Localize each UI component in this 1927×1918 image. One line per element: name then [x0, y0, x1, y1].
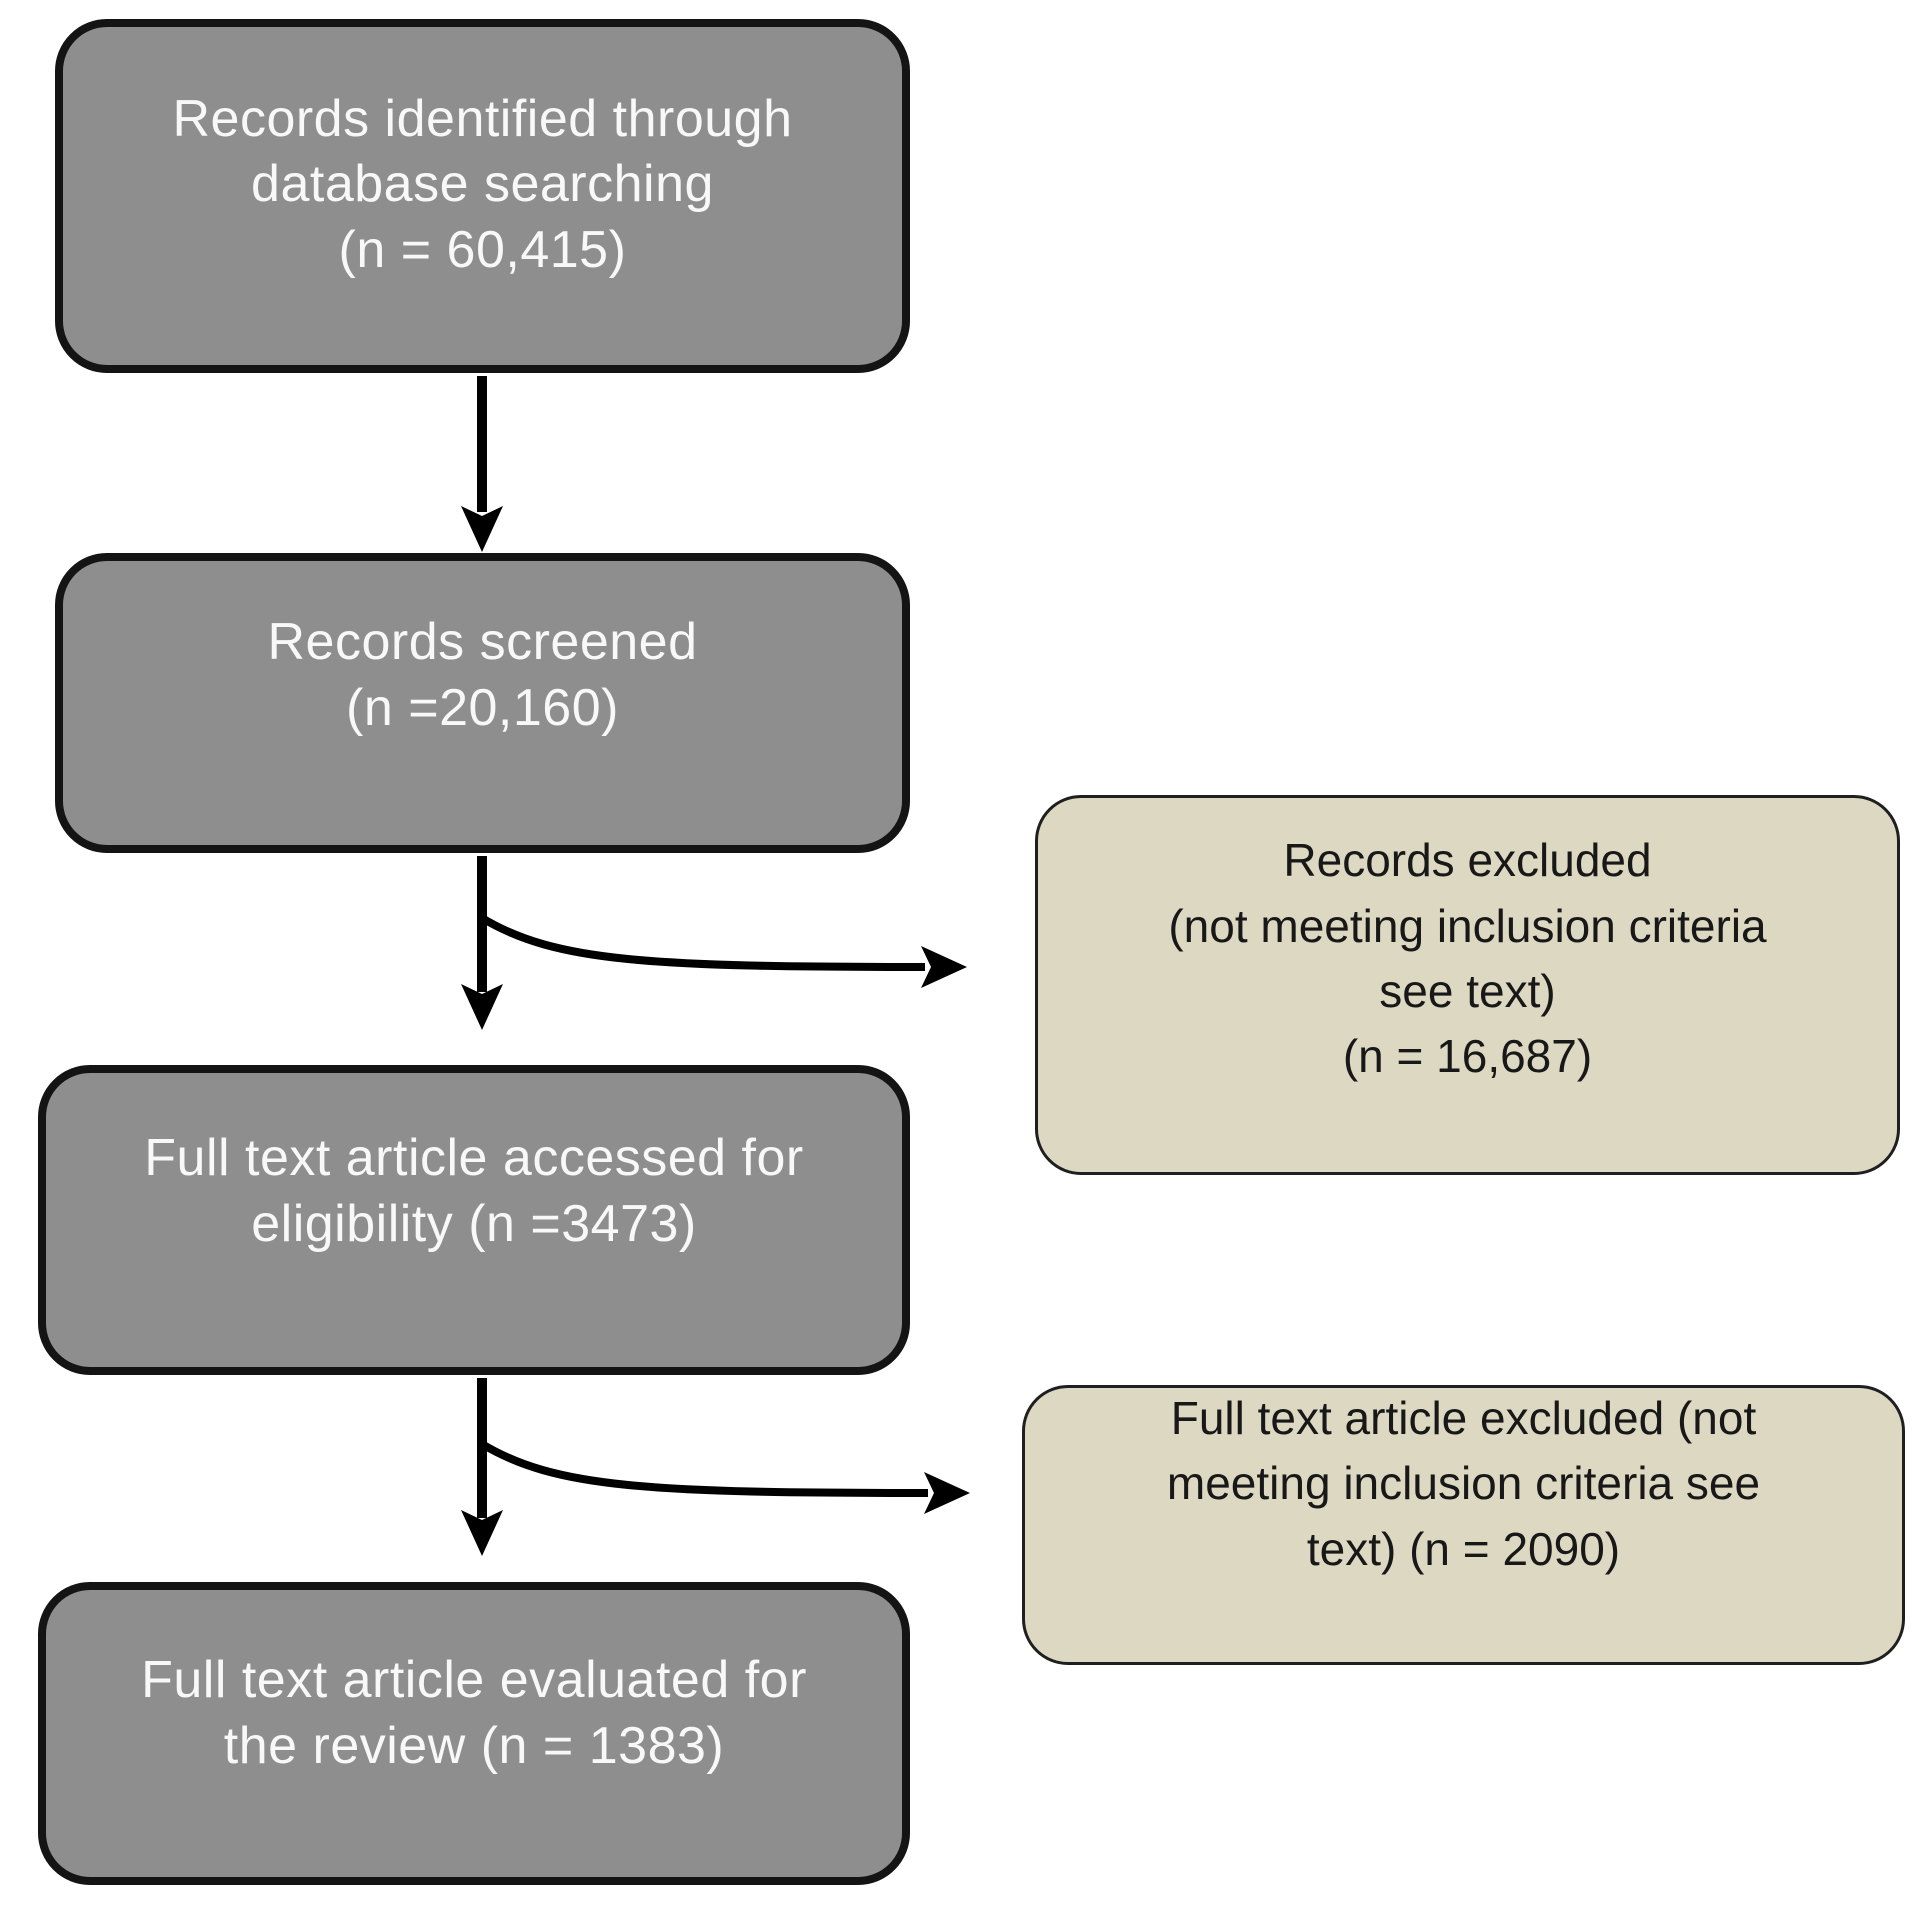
node-fulltext-excluded-label: Full text article excluded (not meeting … [1166, 1392, 1761, 1575]
arrow-identified-to-screened-icon [461, 376, 503, 552]
node-records-screened-label: Records screened (n =20,160) [267, 613, 698, 737]
node-fulltext-accessed-label: Full text article accessed for eligibili… [144, 1129, 804, 1253]
node-records-identified-label: Records identified through database sear… [172, 89, 793, 279]
arrow-screened-to-accessed-icon [461, 856, 503, 1030]
arrow-screened-to-records-excluded-icon [479, 914, 967, 988]
node-records-excluded: Records excluded (not meeting inclusion … [1035, 795, 1900, 1175]
arrow-accessed-to-fulltext-excluded-icon [479, 1440, 970, 1514]
node-records-identified: Records identified through database sear… [55, 19, 910, 373]
arrow-accessed-to-evaluated-icon [461, 1378, 503, 1556]
node-fulltext-evaluated-label: Full text article evaluated for the revi… [141, 1650, 807, 1775]
node-records-screened: Records screened (n =20,160) [55, 553, 910, 853]
node-fulltext-evaluated: Full text article evaluated for the revi… [38, 1582, 910, 1885]
node-fulltext-excluded: Full text article excluded (not meeting … [1022, 1385, 1905, 1665]
node-fulltext-accessed: Full text article accessed for eligibili… [38, 1065, 910, 1375]
node-records-excluded-label: Records excluded (not meeting inclusion … [1168, 834, 1767, 1083]
